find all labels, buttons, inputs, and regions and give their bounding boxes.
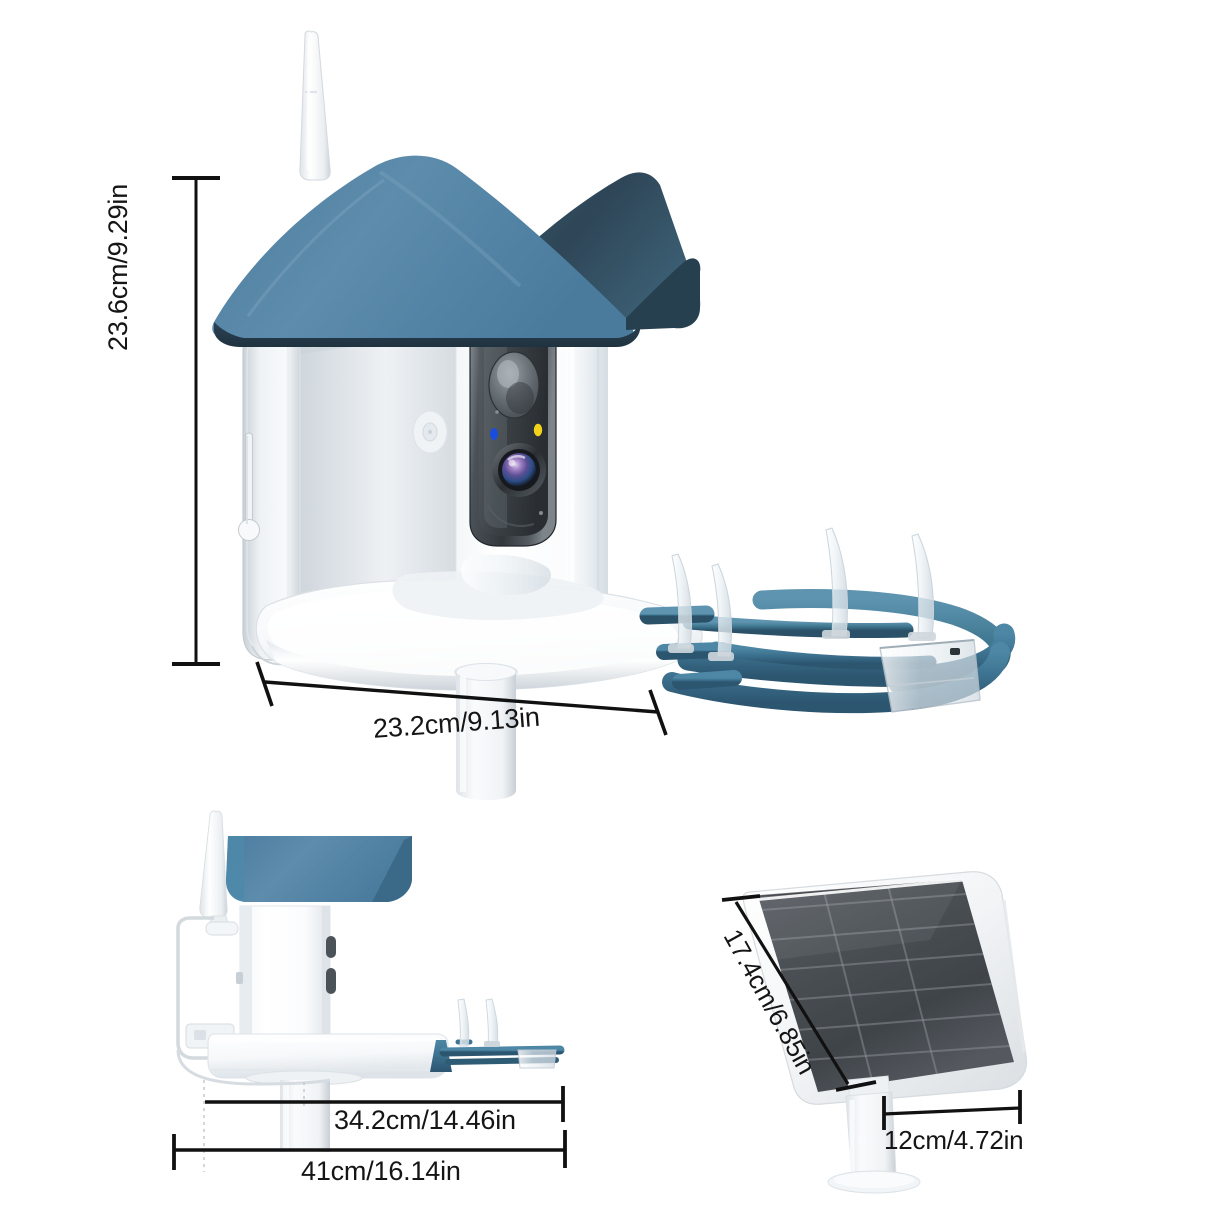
seed-tray-side <box>207 1033 449 1079</box>
clear-seed-cup <box>879 639 981 713</box>
dimension-depth-total <box>172 1130 567 1170</box>
dimension-label-solar-width: 12cm/4.72in <box>884 1125 1024 1155</box>
dimension-width <box>255 661 668 736</box>
mounting-pole-side <box>245 1070 363 1152</box>
dimension-height <box>172 176 220 666</box>
dimension-leaders-side <box>203 1080 305 1172</box>
dimension-label-depth-total: 41cm/16.14in <box>301 1156 461 1186</box>
status-led-blue <box>490 428 498 440</box>
view-front-perspective <box>172 30 1016 800</box>
status-led-yellow <box>533 423 543 437</box>
antenna <box>299 30 331 181</box>
dimension-label-depth-body: 34.2cm/14.46in <box>334 1105 516 1135</box>
roof-canopy <box>212 155 701 347</box>
dimension-depth-body <box>205 1086 565 1122</box>
side-button-top <box>326 936 336 958</box>
ir-sensor <box>488 351 540 419</box>
dimension-solar-height <box>721 894 877 1092</box>
view-side-profile <box>172 810 567 1172</box>
dimension-label-height: 23.6cm/9.29in <box>103 183 133 351</box>
solar-panel <box>742 871 1028 1105</box>
mounting-pole <box>454 663 518 800</box>
roof-canopy-side <box>226 836 412 902</box>
power-cable <box>176 1049 331 1086</box>
dimension-solar-width <box>882 1090 1022 1130</box>
solar-cell-grid <box>758 880 1011 1089</box>
antenna-side <box>199 810 239 936</box>
perch-blades <box>668 527 936 661</box>
camera-housing-side <box>236 905 336 1035</box>
speaker-grille <box>412 410 448 454</box>
camera-lens <box>492 443 546 497</box>
keyhole-mount-slot <box>238 432 260 541</box>
perch-assembly-side <box>430 998 565 1072</box>
view-solar-panel <box>721 871 1028 1194</box>
side-button-bottom <box>326 968 336 994</box>
housing-left-face <box>300 300 456 648</box>
perch-assembly <box>639 527 1016 714</box>
seed-tray <box>255 554 703 691</box>
